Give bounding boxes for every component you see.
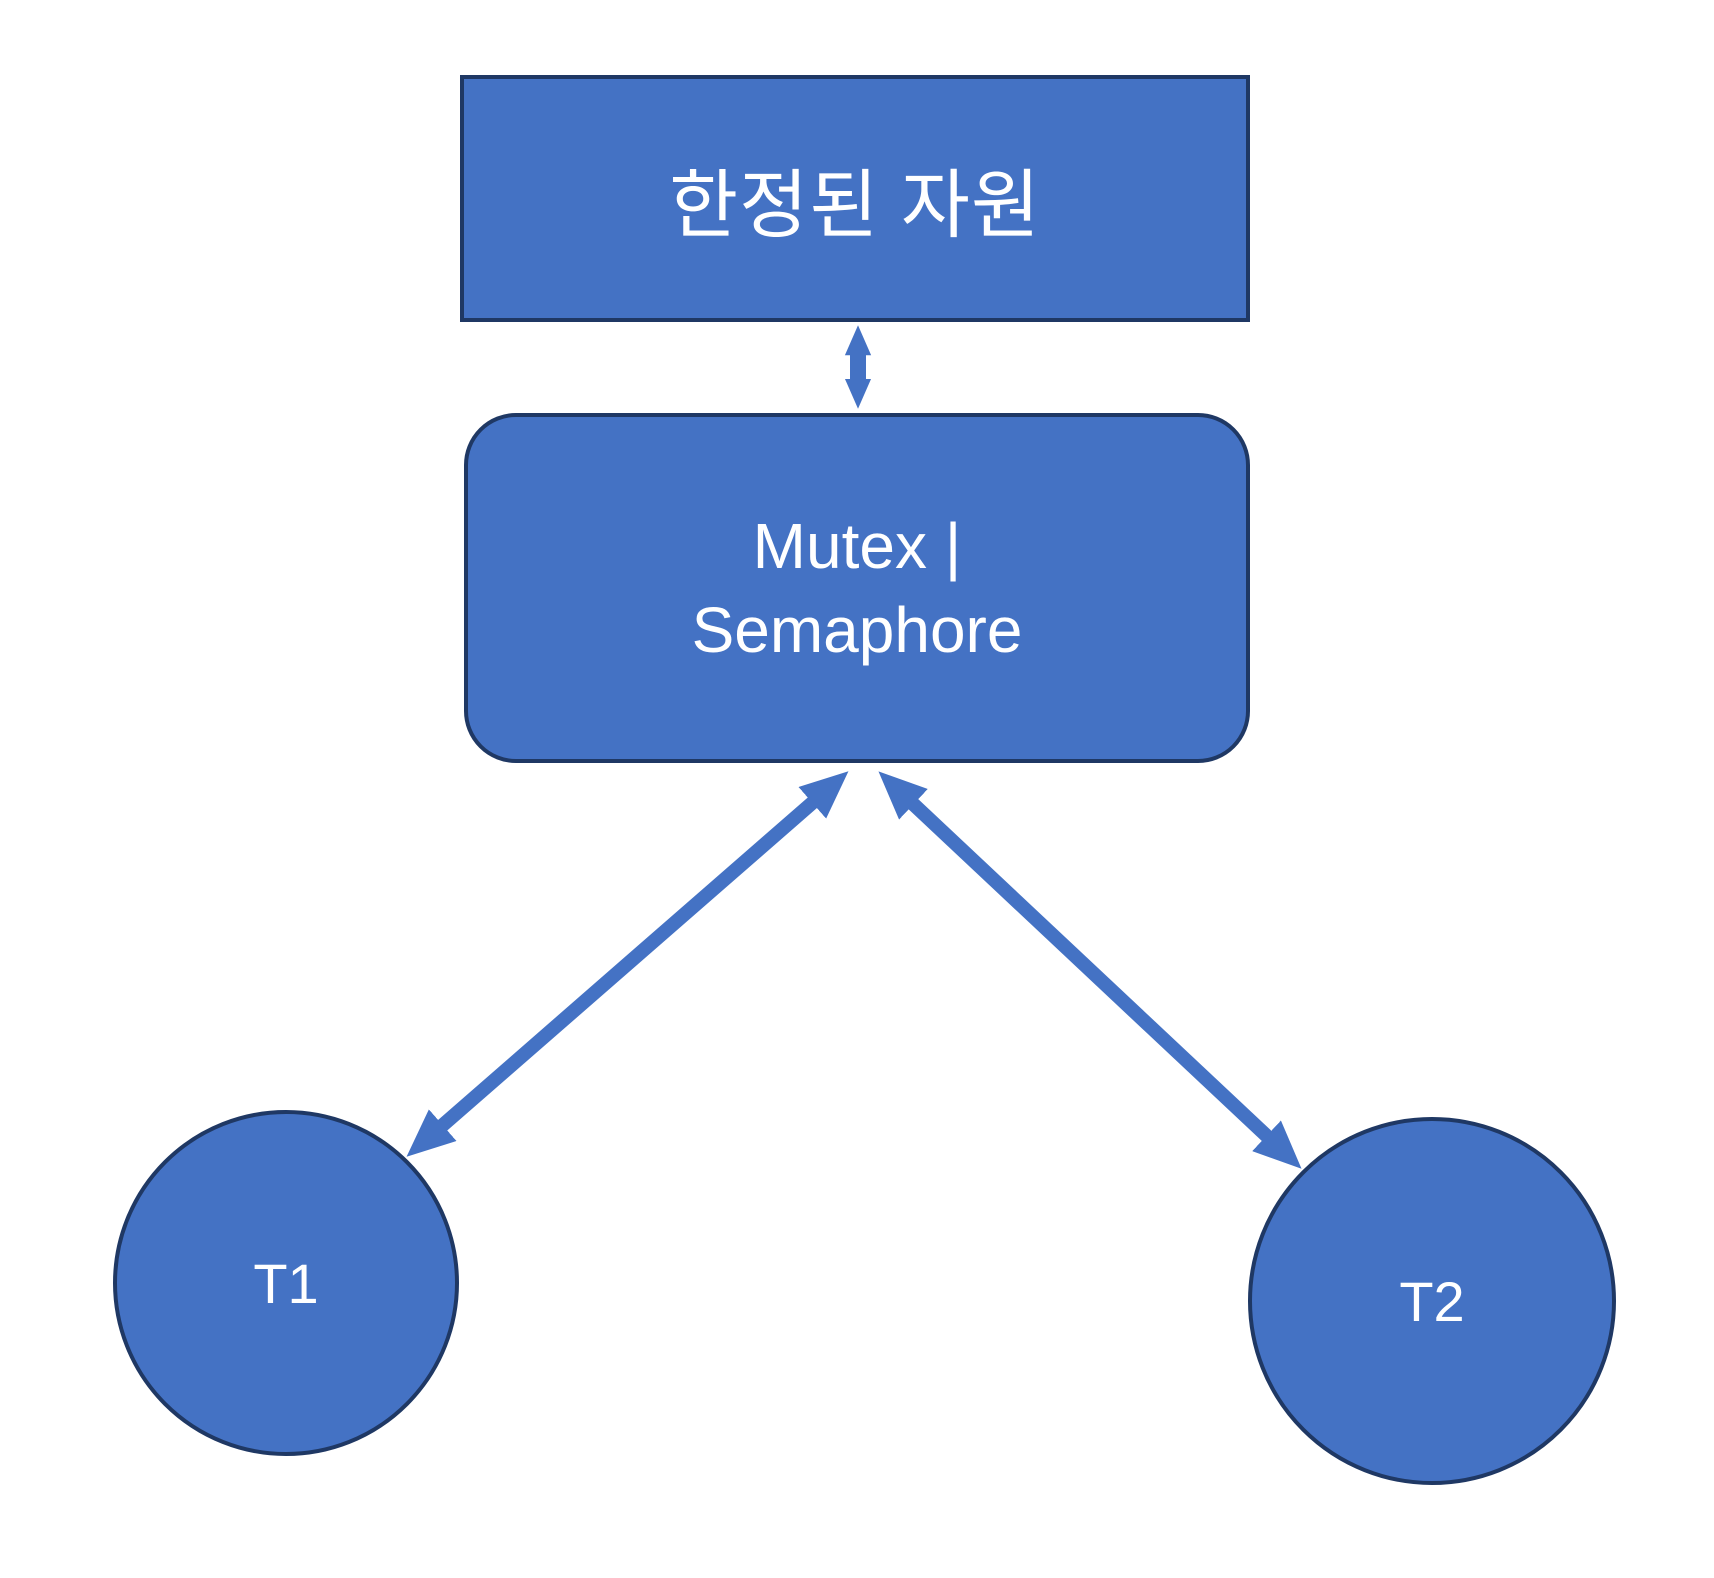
node-limited-resource-label: 한정된 자원 <box>669 163 1041 247</box>
node-thread-t1-label: T1 <box>253 1251 319 1315</box>
mutex-label-line1: Mutex | <box>752 510 962 582</box>
node-thread-t2-label: T2 <box>1399 1269 1465 1333</box>
node-limited-resource: 한정된 자원 <box>460 75 1250 322</box>
mutex-label-line2: Semaphore <box>691 594 1023 666</box>
node-thread-t1: T1 <box>113 1110 459 1456</box>
node-thread-t2: T2 <box>1248 1117 1616 1485</box>
node-mutex-semaphore: Mutex | Semaphore <box>464 413 1250 763</box>
node-mutex-semaphore-label: Mutex | Semaphore <box>692 504 1023 672</box>
edge-lock-thread1 <box>406 771 849 1157</box>
edge-lock-thread2 <box>878 771 1302 1169</box>
